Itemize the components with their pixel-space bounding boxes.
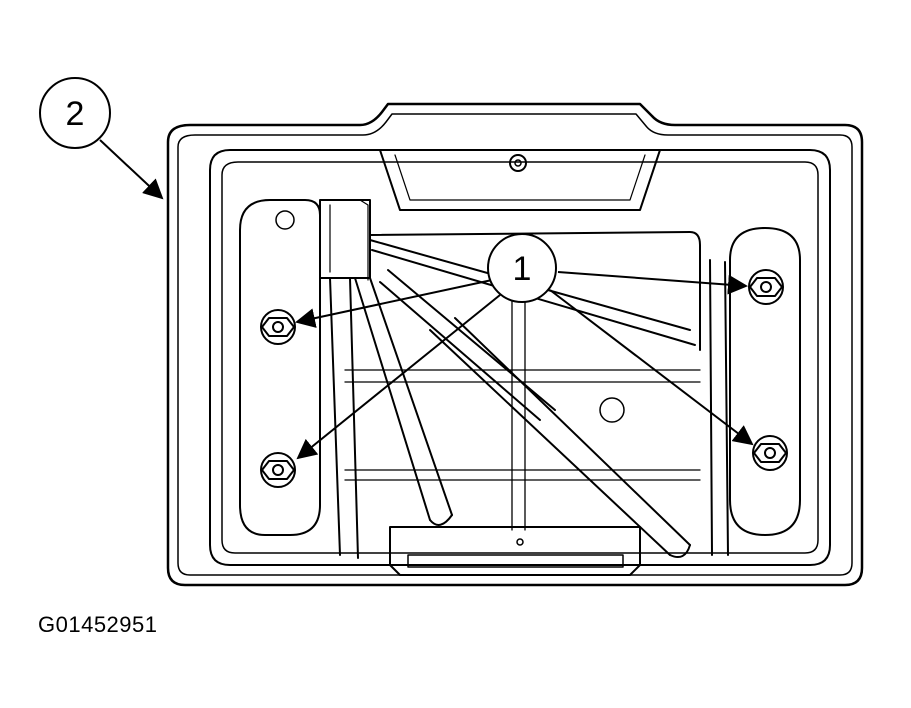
bottom-tab-mark xyxy=(516,538,524,546)
bottom-tab xyxy=(389,526,641,576)
nut-left-upper xyxy=(260,309,296,345)
tray-rib-horizontal-1 xyxy=(344,369,701,383)
wire-tube-7 xyxy=(709,259,729,556)
housing-inner-lip xyxy=(177,113,853,576)
tube-end-1 xyxy=(429,514,453,526)
tray-rib-vertical xyxy=(511,284,526,531)
wire-tube-6 xyxy=(369,231,701,351)
nut-right-lower xyxy=(752,435,788,471)
nut-left-lower xyxy=(260,452,296,488)
top-recess xyxy=(379,149,661,211)
callout-1-circle xyxy=(487,233,557,303)
wire-tube-1 xyxy=(329,277,359,559)
tube-end-2 xyxy=(669,544,691,558)
top-screw xyxy=(509,154,527,172)
wire-tube-4 xyxy=(429,317,691,556)
tray-inner xyxy=(221,161,819,554)
tray-rib-horizontal-2 xyxy=(344,469,701,481)
tray-hole xyxy=(599,397,625,423)
callout-2-circle xyxy=(39,77,111,149)
tray-outer xyxy=(209,149,831,566)
connector-block xyxy=(319,199,371,279)
figure-id: G01452951 xyxy=(38,612,158,637)
top-recess-inner xyxy=(394,154,646,201)
callout-1-label: 1 xyxy=(513,250,532,288)
bottom-tab-slot xyxy=(407,554,624,568)
left-mounting-pad xyxy=(239,199,321,536)
right-mounting-pad xyxy=(729,227,801,536)
housing-outer-edge xyxy=(166,102,864,587)
callout-2-leader xyxy=(99,139,164,200)
nut-right-upper xyxy=(748,269,784,305)
callout-1-leaders xyxy=(295,271,754,460)
connector-block-side xyxy=(329,199,369,281)
callout-2-label: 2 xyxy=(66,95,85,133)
top-screw-center xyxy=(514,159,522,167)
left-pad-hole xyxy=(275,210,295,230)
